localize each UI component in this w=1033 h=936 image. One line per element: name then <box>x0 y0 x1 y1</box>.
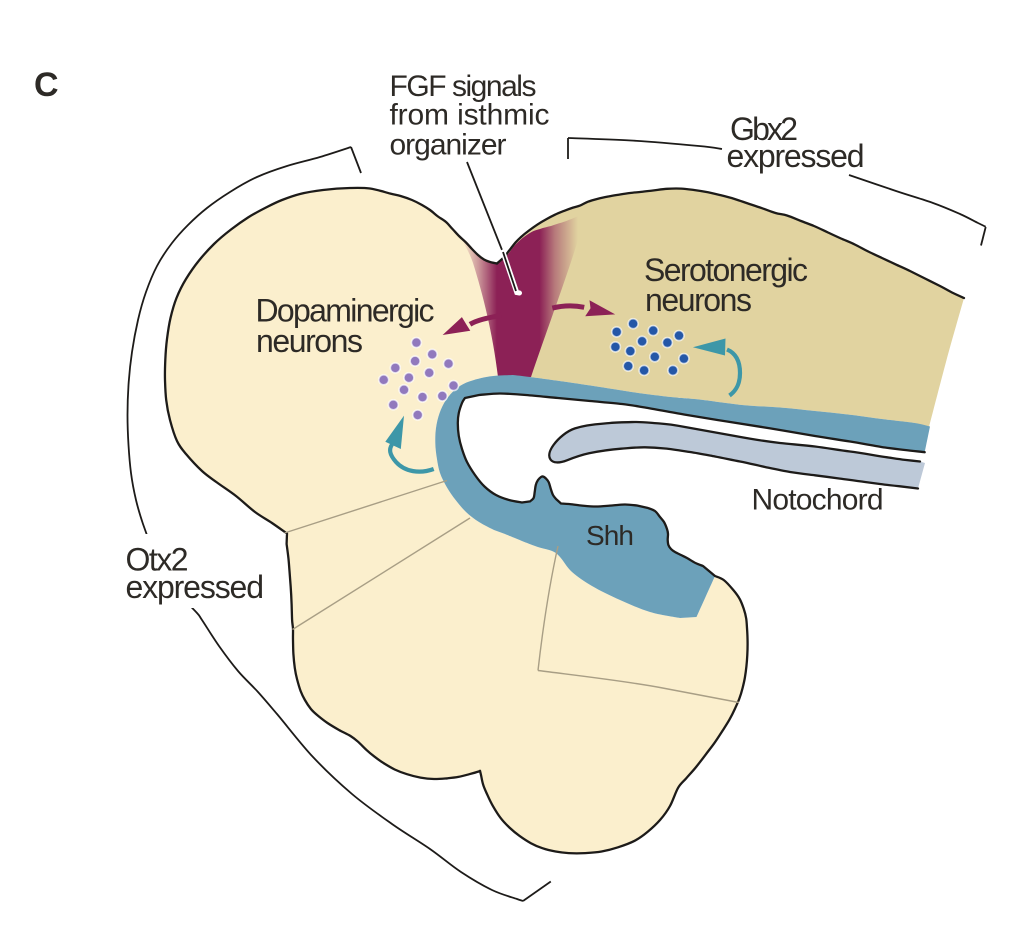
svg-text:Gbx2: Gbx2 <box>730 111 798 147</box>
svg-text:expressed: expressed <box>727 138 865 174</box>
svg-text:FGF signals: FGF signals <box>390 70 537 103</box>
svg-text:Dopaminergic: Dopaminergic <box>256 292 435 328</box>
svg-text:Shh: Shh <box>586 520 634 551</box>
svg-text:organizer: organizer <box>390 129 507 162</box>
svg-text:neurons: neurons <box>645 282 752 318</box>
svg-text:from isthmic: from isthmic <box>390 99 550 132</box>
svg-text:C: C <box>34 66 59 104</box>
svg-text:Notochord: Notochord <box>752 483 884 516</box>
svg-text:neurons: neurons <box>256 323 363 359</box>
svg-text:Otx2: Otx2 <box>126 541 189 577</box>
svg-text:expressed: expressed <box>126 569 265 605</box>
svg-text:Serotonergic: Serotonergic <box>644 252 808 288</box>
